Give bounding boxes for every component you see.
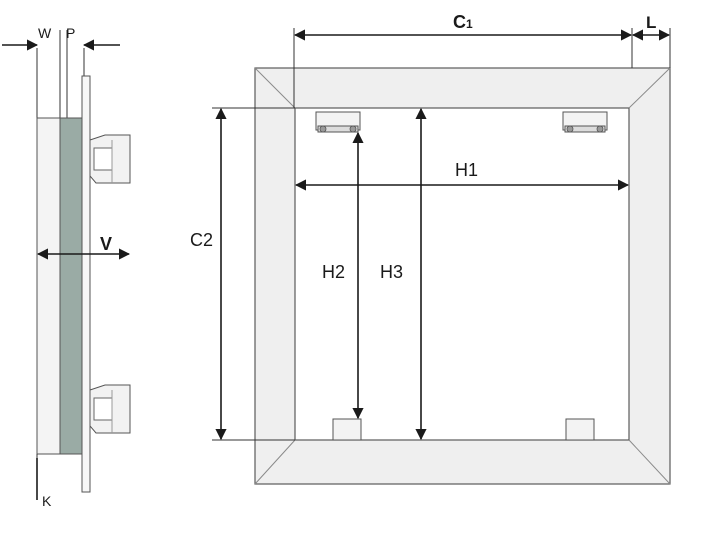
label-l: L [646,13,656,32]
top-right-latch [562,111,608,133]
front-view: C1 L C2 H1 H2 H3 [190,12,671,485]
frame-profile [36,117,61,455]
panel-board [59,117,83,455]
label-h1: H1 [455,160,478,180]
side-section-view: W P V K [2,25,131,509]
label-v: V [100,234,112,254]
label-c1-subscript: 1 [466,17,473,31]
label-k: K [42,493,52,509]
upper-latch [89,134,131,184]
label-c1: C1 [453,12,473,32]
label-p: P [66,25,75,41]
bottom-left-block [332,418,362,441]
label-c2: C2 [190,230,213,250]
label-w: W [38,25,52,41]
door-leaf [81,75,91,493]
top-left-latch [315,111,361,133]
label-h3: H3 [380,262,403,282]
bottom-right-block [565,418,595,441]
label-h2: H2 [322,262,345,282]
lower-latch [89,384,131,434]
inner-opening [294,107,630,441]
